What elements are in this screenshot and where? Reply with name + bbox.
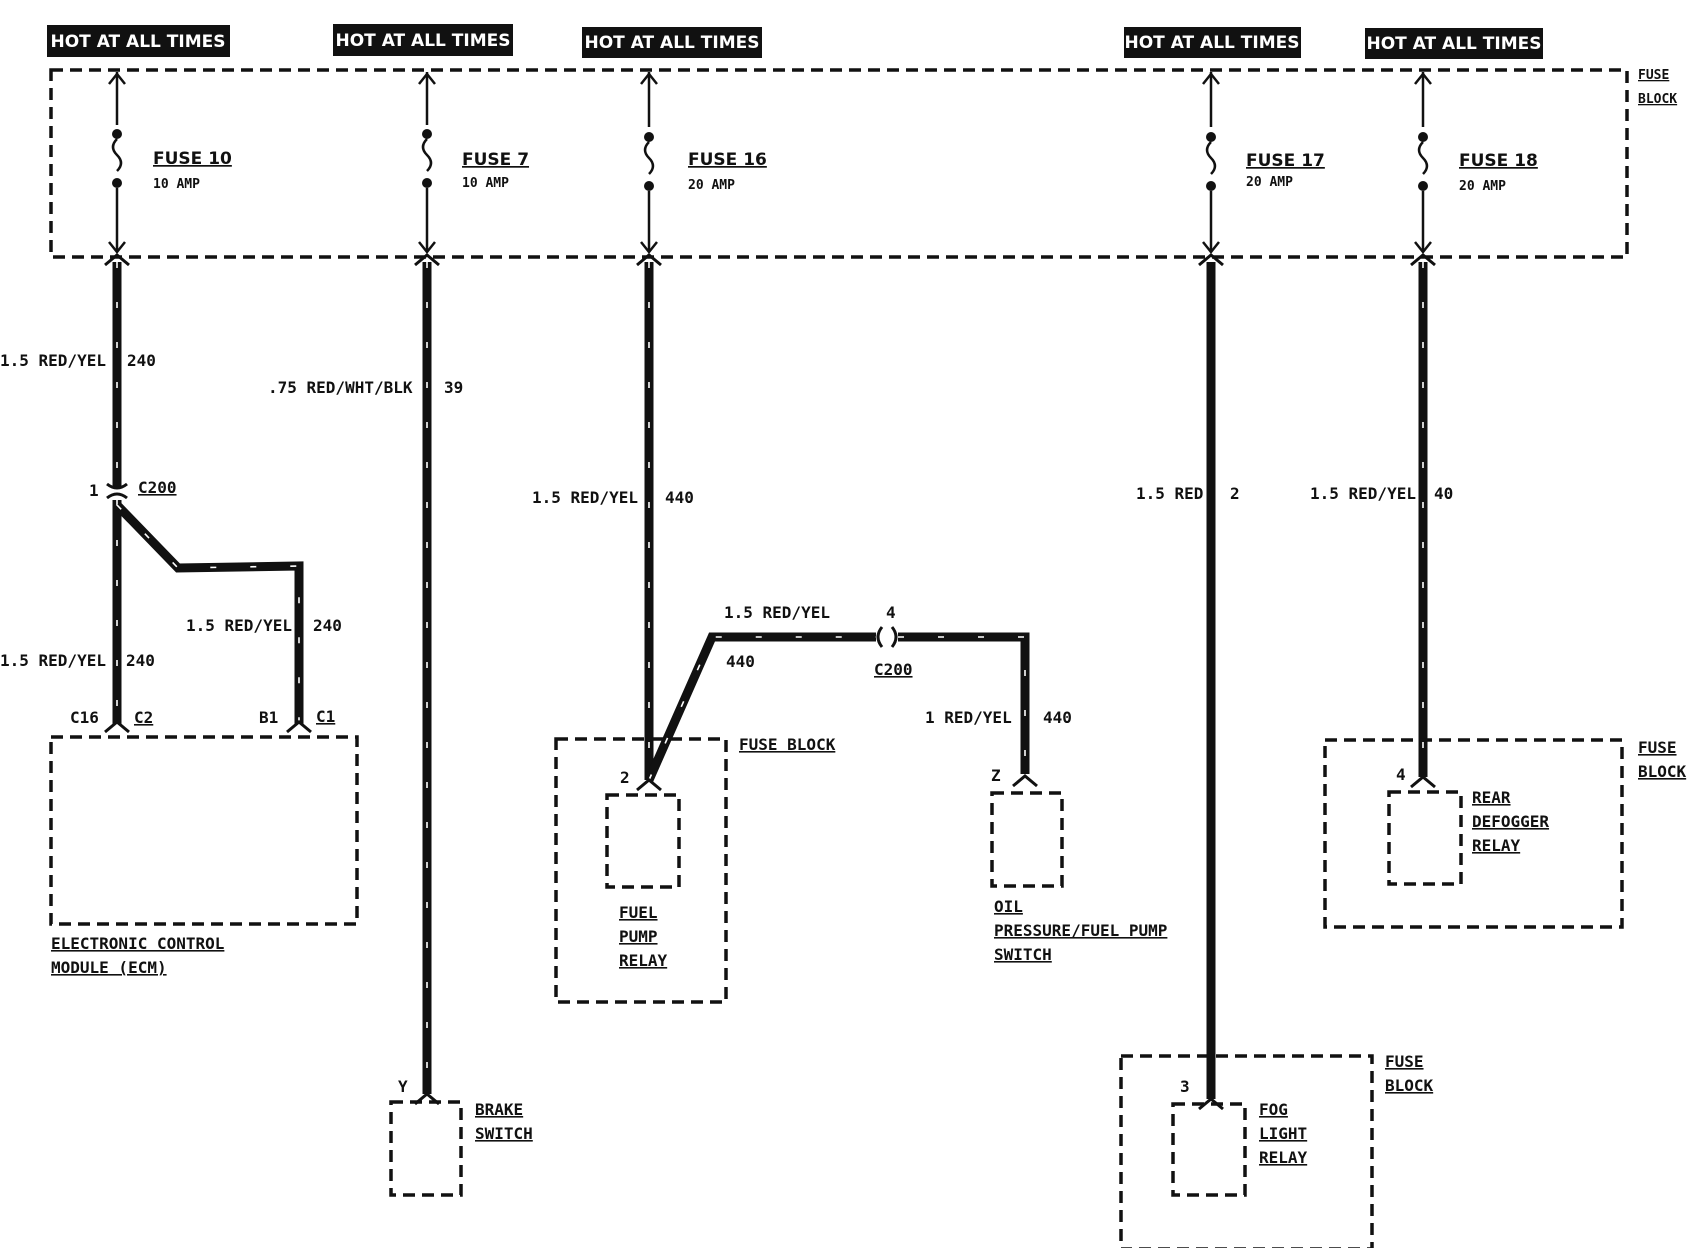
c200-name-1: C200 bbox=[138, 478, 177, 497]
ecm-pin-c1: C1 bbox=[316, 707, 335, 726]
fuel-pump-relay-block-label: FUSE BLOCK bbox=[739, 735, 836, 754]
fuse-block-label-bottom: BLOCK bbox=[1638, 92, 1677, 107]
ecm-pin-c2: C2 bbox=[134, 708, 153, 727]
c200-name-4: C200 bbox=[874, 660, 913, 679]
fuse-block-output-connectors bbox=[104, 253, 1436, 267]
fuse-18-name: FUSE 18 bbox=[1459, 151, 1538, 171]
wire-240-top-color: 1.5 RED/YEL bbox=[0, 351, 106, 370]
c200-connector-1 bbox=[106, 482, 128, 500]
fuse-16-symbol bbox=[640, 71, 658, 255]
wire-39-circuit: 39 bbox=[444, 378, 463, 397]
wire-440-oil-color: 1 RED/YEL bbox=[925, 708, 1012, 727]
fuse-symbols bbox=[108, 71, 1432, 255]
wire-240-ecm-circuit: 240 bbox=[126, 651, 155, 670]
oil-switch-label-line3: SWITCH bbox=[994, 945, 1052, 964]
hot-label-1: HOT AT ALL TIMES bbox=[47, 25, 230, 57]
fuse-block-label-top: FUSE bbox=[1638, 68, 1669, 83]
defog-relay-pin: 4 bbox=[1396, 765, 1406, 784]
wire-2-color: 1.5 RED bbox=[1136, 484, 1203, 503]
ecm-pin-c16: C16 bbox=[70, 708, 99, 727]
wire-440-circuit: 440 bbox=[665, 488, 694, 507]
svg-text:HOT AT ALL TIMES: HOT AT ALL TIMES bbox=[585, 33, 760, 53]
defog-relay-label-line2: DEFOGGER bbox=[1472, 812, 1549, 831]
defog-relay-block-label-line1: FUSE bbox=[1638, 738, 1677, 757]
brake-switch-label-line1: BRAKE bbox=[475, 1100, 523, 1119]
ecm-module bbox=[49, 720, 359, 926]
ecm-pin-b1: B1 bbox=[259, 708, 278, 727]
oil-pressure-switch bbox=[990, 774, 1064, 888]
fog-relay-pin: 3 bbox=[1180, 1077, 1190, 1096]
svg-text:HOT AT ALL TIMES: HOT AT ALL TIMES bbox=[51, 32, 226, 52]
fuse-7-rating: 10 AMP bbox=[462, 176, 509, 191]
c200-pin-4: 4 bbox=[886, 603, 896, 622]
wire-39-color: .75 RED/WHT/BLK bbox=[268, 378, 413, 397]
fuse-7-name: FUSE 7 bbox=[462, 150, 529, 170]
fuel-pump-relay-label-line1: FUEL bbox=[619, 903, 658, 922]
oil-switch-pin: Z bbox=[991, 766, 1001, 785]
fog-relay-label-line1: FOG bbox=[1259, 1100, 1288, 1119]
wire-40-circuit: 40 bbox=[1434, 484, 1453, 503]
wire-440-color: 1.5 RED/YEL bbox=[532, 488, 638, 507]
wire-440-branch-circuit: 440 bbox=[726, 652, 755, 671]
wire-240 bbox=[112, 262, 304, 724]
fuse-17-symbol bbox=[1202, 71, 1220, 255]
defog-relay-label-line3: RELAY bbox=[1472, 836, 1521, 855]
fuse-block-outline bbox=[49, 68, 1629, 259]
fuel-pump-relay-label-line3: RELAY bbox=[619, 951, 668, 970]
fuse-18-rating: 20 AMP bbox=[1459, 179, 1506, 194]
fog-light-relay bbox=[1119, 1054, 1374, 1248]
fuse-16-rating: 20 AMP bbox=[688, 178, 735, 193]
oil-switch-label-line1: OIL bbox=[994, 897, 1023, 916]
fuse-17-rating: 20 AMP bbox=[1246, 175, 1293, 190]
wire-240-ecm-color: 1.5 RED/YEL bbox=[0, 651, 106, 670]
fuse-10-symbol bbox=[108, 71, 126, 255]
fuse-10-rating: 10 AMP bbox=[153, 177, 200, 192]
defog-relay-label-line1: REAR bbox=[1472, 788, 1511, 807]
rear-defogger-relay bbox=[1323, 738, 1624, 929]
fuel-pump-relay-pin: 2 bbox=[620, 768, 630, 787]
svg-text:HOT AT ALL TIMES: HOT AT ALL TIMES bbox=[336, 31, 511, 51]
oil-switch-label-line2: PRESSURE/FUEL PUMP bbox=[994, 921, 1167, 940]
ecm-label-line2: MODULE (ECM) bbox=[51, 958, 167, 977]
fuse-17-name: FUSE 17 bbox=[1246, 151, 1325, 171]
wire-40-color: 1.5 RED/YEL bbox=[1310, 484, 1416, 503]
fog-relay-label-line3: RELAY bbox=[1259, 1148, 1308, 1167]
hot-label-2: HOT AT ALL TIMES bbox=[333, 24, 513, 56]
wire-440 bbox=[644, 262, 1030, 782]
c200-pin-1: 1 bbox=[89, 481, 99, 500]
svg-text:HOT AT ALL TIMES: HOT AT ALL TIMES bbox=[1367, 34, 1542, 54]
wire-440-branch-color: 1.5 RED/YEL bbox=[724, 603, 830, 622]
wire-240-branch-color: 1.5 RED/YEL bbox=[186, 616, 292, 635]
fuse-18-symbol bbox=[1414, 71, 1432, 255]
c200-connector-4 bbox=[876, 626, 898, 648]
fuel-pump-relay-label-line2: PUMP bbox=[619, 927, 658, 946]
wire-240-branch-circuit: 240 bbox=[313, 616, 342, 635]
fog-relay-block-label-line2: BLOCK bbox=[1385, 1076, 1434, 1095]
defog-relay-block-label-line2: BLOCK bbox=[1638, 762, 1687, 781]
hot-label-3: HOT AT ALL TIMES bbox=[582, 27, 762, 58]
brake-switch bbox=[389, 1092, 463, 1197]
brake-switch-label-line2: SWITCH bbox=[475, 1124, 533, 1143]
brake-switch-pin: Y bbox=[398, 1077, 408, 1096]
wire-2-circuit: 2 bbox=[1230, 484, 1240, 503]
fog-relay-block-label-line1: FUSE bbox=[1385, 1052, 1424, 1071]
fuse-10-name: FUSE 10 bbox=[153, 149, 232, 169]
wire-440-oil-circuit: 440 bbox=[1043, 708, 1072, 727]
svg-text:HOT AT ALL TIMES: HOT AT ALL TIMES bbox=[1125, 33, 1300, 53]
hot-label-5: HOT AT ALL TIMES bbox=[1365, 28, 1543, 59]
ecm-label-line1: ELECTRONIC CONTROL bbox=[51, 934, 224, 953]
fuse-7-symbol bbox=[418, 71, 436, 255]
fog-relay-label-line2: LIGHT bbox=[1259, 1124, 1307, 1143]
fuse-16-name: FUSE 16 bbox=[688, 150, 767, 170]
fuel-pump-relay bbox=[554, 737, 728, 1004]
hot-label-4: HOT AT ALL TIMES bbox=[1124, 27, 1301, 58]
wire-240-top-circuit: 240 bbox=[127, 351, 156, 370]
